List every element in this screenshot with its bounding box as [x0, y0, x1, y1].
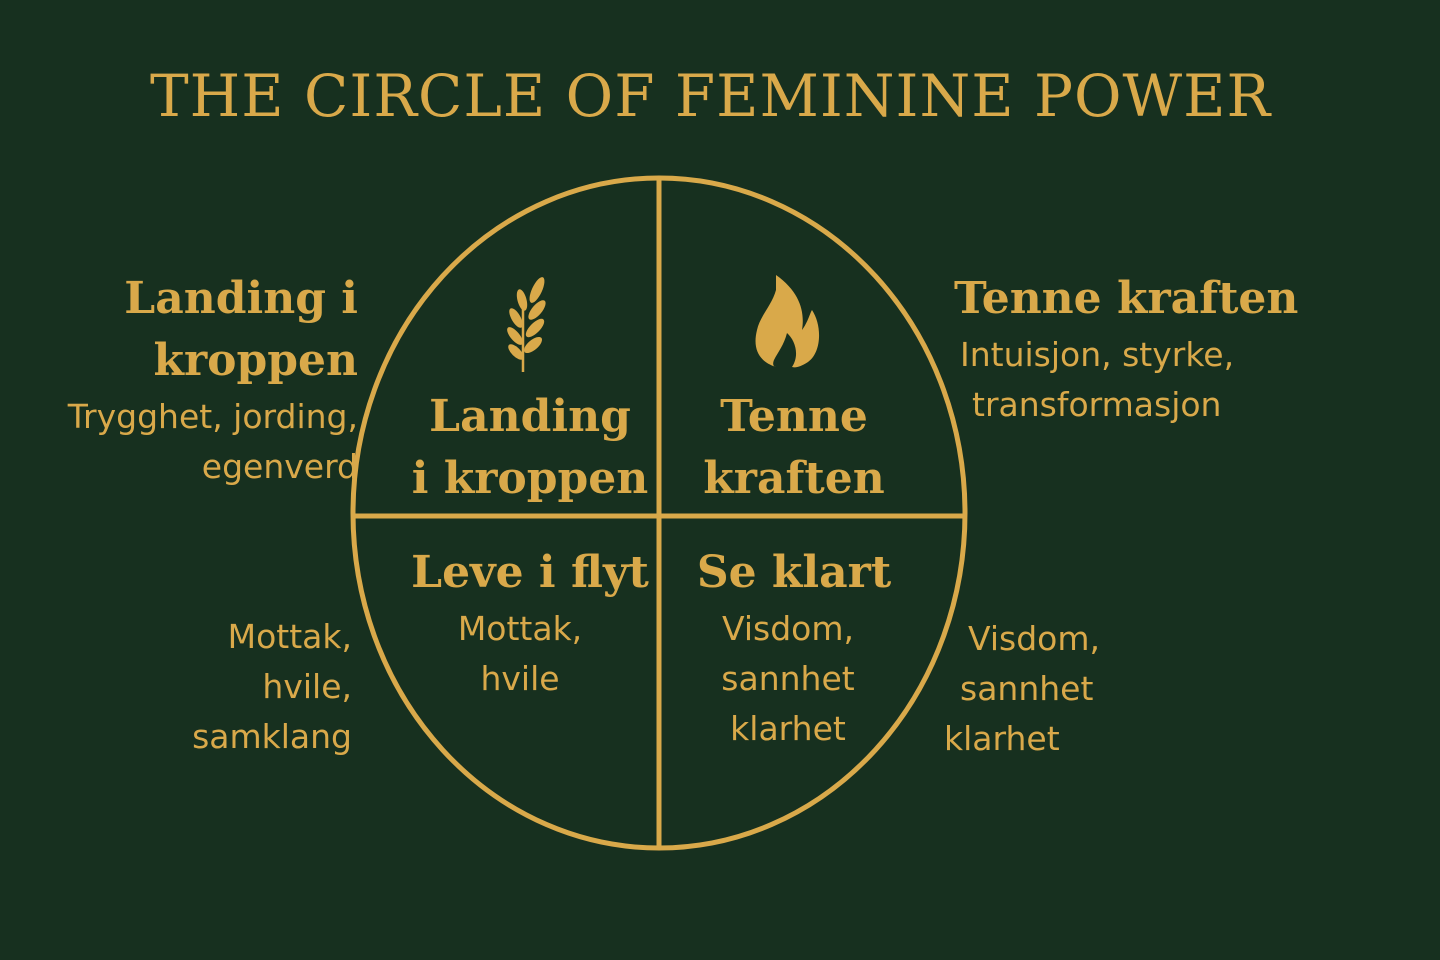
quadrant-title: Se klart	[696, 547, 892, 598]
outer-desc: Intuisjon, styrke,	[960, 335, 1235, 374]
quadrant-desc: sannhet	[721, 659, 855, 698]
outer-desc: egenverd	[201, 447, 358, 486]
outer-desc: klarhet	[944, 719, 1060, 758]
quadrant-desc: hvile	[480, 659, 560, 698]
quadrant-title: i kroppen	[411, 453, 649, 504]
outer-label-top-right: Tenne kraften Intuisjon, styrke, transfo…	[954, 268, 1298, 430]
quadrant-title: kraften	[703, 453, 885, 504]
quadrant-top-right: Tenne kraften	[664, 386, 924, 510]
quadrant-top-left: Landing i kroppen	[400, 386, 660, 510]
quadrant-title: Leve i flyt	[411, 547, 649, 598]
quadrant-title: Tenne	[720, 391, 868, 442]
quadrant-title: Landing	[429, 391, 631, 442]
page-title: THE CIRCLE OF FEMININE POWER	[150, 62, 1272, 130]
quadrant-desc: Mottak,	[457, 609, 583, 648]
quadrant-desc: Visdom,	[722, 609, 854, 648]
outer-desc: Visdom,	[968, 619, 1100, 658]
quadrant-bottom-right: Se klart Visdom, sannhet klarhet	[664, 542, 924, 754]
wheat-icon	[507, 277, 546, 372]
outer-desc: transformasjon	[972, 385, 1222, 424]
outer-desc: Trygghet, jording,	[67, 397, 358, 436]
outer-title: Tenne kraften	[954, 273, 1299, 324]
flame-icon	[755, 275, 820, 368]
quadrant-bottom-left: Leve i flyt Mottak, hvile	[400, 542, 660, 704]
outer-label-bottom-left: Mottak, hvile, samklang	[192, 612, 352, 762]
outer-desc: sannhet	[960, 669, 1094, 708]
quadrant-desc: klarhet	[730, 709, 846, 748]
outer-label-top-left: Landing i kroppen Trygghet, jording, ege…	[68, 268, 358, 492]
outer-desc: samklang	[192, 717, 352, 756]
outer-desc: Mottak,	[227, 617, 352, 656]
outer-title: Landing i	[124, 273, 358, 324]
outer-label-bottom-right: Visdom, sannhet klarhet	[944, 614, 1100, 764]
outer-title: kroppen	[153, 335, 358, 386]
outer-desc: hvile,	[262, 667, 352, 706]
